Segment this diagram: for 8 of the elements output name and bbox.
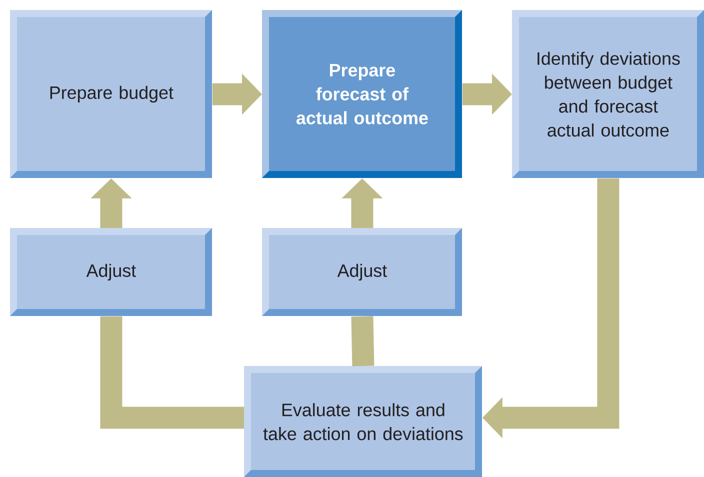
connector-bar — [351, 316, 374, 366]
process-box: Prepare budget — [10, 10, 212, 178]
process-box: Adjust — [262, 228, 462, 316]
process-box: Prepare forecast of actual outcome — [262, 10, 462, 178]
process-box: Evaluate results and take action on deviations — [244, 366, 482, 477]
connector-bar — [100, 316, 244, 429]
process-box: Identify deviations between budget and forecast actual outcome — [512, 10, 704, 178]
process-box: Adjust — [10, 228, 212, 316]
